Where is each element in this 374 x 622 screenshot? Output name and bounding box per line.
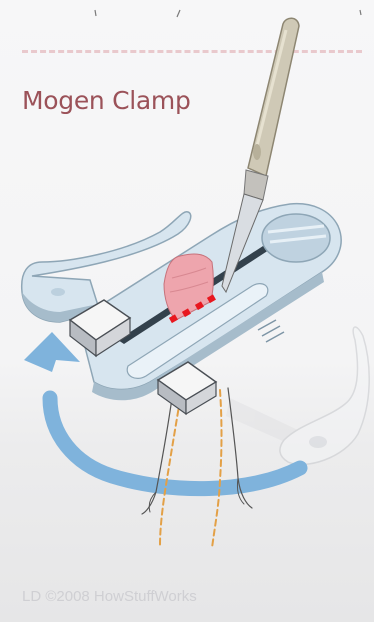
credit-text: LD ©2008 HowStuffWorks bbox=[22, 588, 197, 605]
diagram-title: Mogen Clamp bbox=[22, 86, 191, 115]
ghost-clamp bbox=[226, 327, 369, 465]
top-marks bbox=[95, 10, 361, 17]
